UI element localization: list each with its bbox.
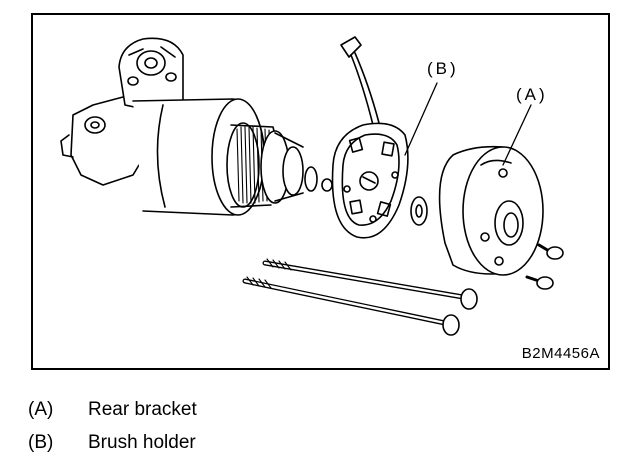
brush-holder <box>331 36 409 239</box>
legend-key: (B) <box>28 431 54 453</box>
through-bolts <box>242 258 478 336</box>
rear-bracket <box>438 145 544 276</box>
legend-label: Brush holder <box>88 431 196 453</box>
legend-label: Rear bracket <box>88 398 197 420</box>
washer <box>410 196 428 226</box>
leader-line-a <box>502 104 532 166</box>
legend-key: (A) <box>28 398 54 420</box>
legend-row-b: (B) Brush holder <box>28 426 197 459</box>
legend: (A) Rear bracket (B) Brush holder <box>28 393 197 459</box>
legend-row-a: (A) Rear bracket <box>28 393 197 426</box>
starter-motor-exploded-drawing <box>60 36 564 336</box>
leader-line-b <box>404 82 438 156</box>
figure-code: B2M4456A <box>521 345 600 362</box>
starter-motor-body <box>60 37 333 216</box>
callout-b: (B) <box>427 59 459 78</box>
callout-a: (A) <box>516 85 548 104</box>
screws <box>525 243 564 290</box>
diagram-frame: (B) (A) B2M4456A <box>31 13 610 370</box>
